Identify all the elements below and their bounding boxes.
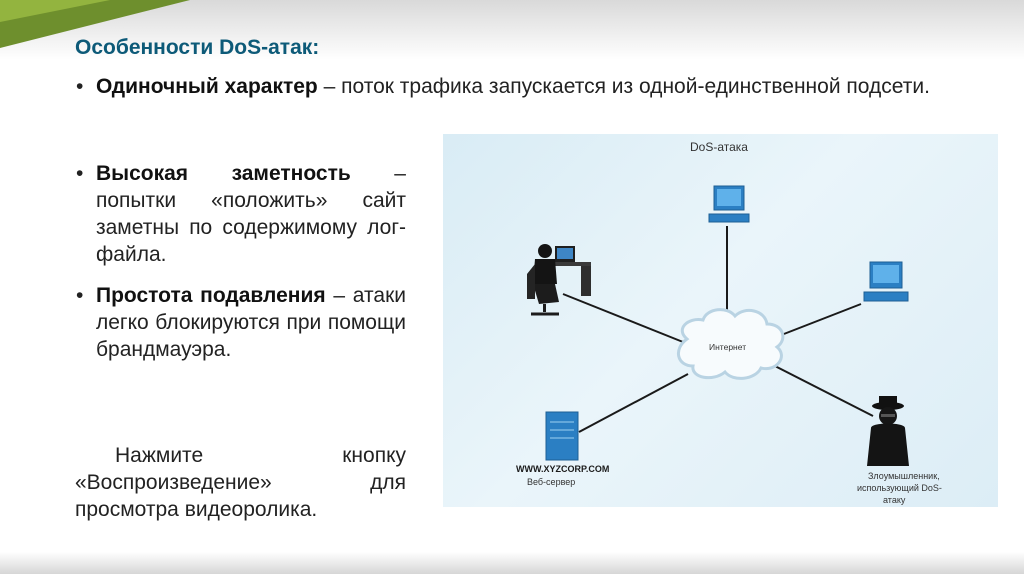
bullet-single-source: • Одиночный характер – поток трафика зап… xyxy=(76,73,944,100)
computer-right-icon[interactable] xyxy=(863,261,909,302)
attacker-label-line-3: атаку xyxy=(883,495,906,505)
cloud-label: Интернет xyxy=(709,342,746,352)
attacker-label-line-1: Злоумышленник, xyxy=(868,471,940,481)
link-user xyxy=(562,293,684,343)
internet-cloud[interactable]: Интернет xyxy=(677,308,785,380)
web-server-icon[interactable]: WWW.XYZCORP.COM Веб-сервер xyxy=(516,411,609,487)
server-url: WWW.XYZCORP.COM xyxy=(516,464,609,474)
dos-attack-diagram[interactable]: DoS-атака Интернет xyxy=(443,134,998,507)
bullet-dot: • xyxy=(76,162,84,185)
link-server xyxy=(578,373,689,433)
bullet-dot: • xyxy=(76,75,84,98)
bullet-term: Высокая заметность xyxy=(96,162,351,185)
slide-bottom-frame xyxy=(0,552,1024,574)
slide-heading: Особенности DoS-атак: xyxy=(75,36,320,59)
attacker-label-line-2: использующий DoS- xyxy=(857,483,942,493)
bullet-easy-suppression: • Простота подавления – атаки легко блок… xyxy=(76,282,406,363)
bullet-text: – атаки легко блокируются при помощи бра… xyxy=(96,284,406,361)
diagram-canvas: DoS-атака Интернет xyxy=(516,140,942,505)
bullet-text: – поток трафика запускается из одной-еди… xyxy=(317,75,930,98)
play-video-note: Нажмите кнопку «Воспроизведение» для про… xyxy=(75,444,406,521)
bullet-high-visibility: • Высокая заметность – попытки «положить… xyxy=(76,160,406,268)
bullet-text: – попытки «положить» сайт заметны по сод… xyxy=(96,162,406,266)
corner-decoration-light xyxy=(0,0,110,22)
bullet-term: Одиночный характер xyxy=(96,75,318,98)
link-attacker xyxy=(770,363,874,417)
link-pc-right xyxy=(770,303,862,340)
network-links xyxy=(562,226,874,433)
user-workstation-icon[interactable] xyxy=(527,244,591,316)
bullet-term: Простота подавления xyxy=(96,284,326,307)
bullet-dot: • xyxy=(76,284,84,307)
attacker-icon[interactable] xyxy=(867,396,909,466)
computer-top-icon[interactable] xyxy=(708,185,750,223)
diagram-title: DoS-атака xyxy=(690,140,748,154)
server-label: Веб-сервер xyxy=(527,477,575,487)
